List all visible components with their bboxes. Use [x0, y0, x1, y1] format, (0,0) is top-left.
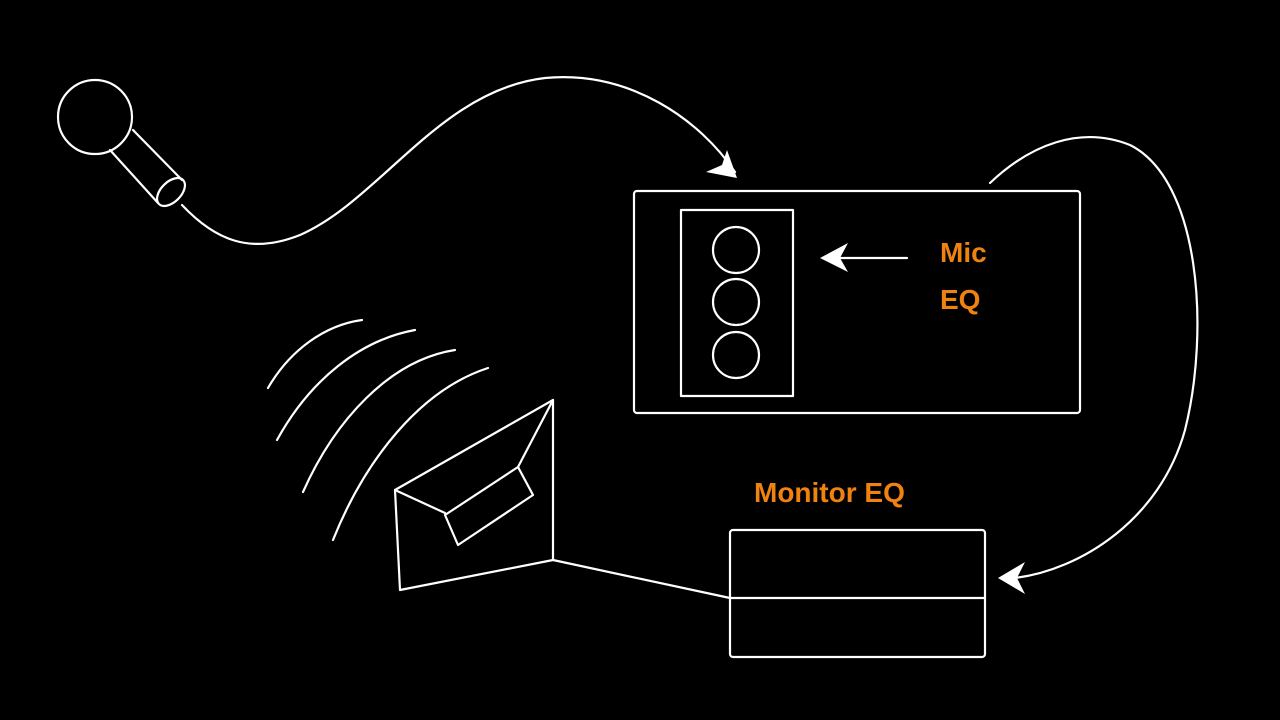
eq-knob	[711, 330, 761, 380]
monitor-eq-unit	[728, 528, 987, 659]
mic-eq-label-line1: Mic	[940, 237, 987, 268]
monitor-speaker-icon	[393, 398, 555, 592]
mic-cable	[180, 76, 737, 245]
arrow-head-mixer	[706, 150, 737, 178]
microphone-icon	[56, 78, 187, 208]
mic-eq-pointer-arrow	[820, 243, 909, 272]
speaker-cable	[551, 558, 732, 600]
mixer-console	[632, 189, 1082, 415]
sound-waves-icon	[266, 318, 490, 542]
mic-eq-section	[679, 208, 795, 398]
arrow-head-monitor	[998, 562, 1025, 594]
eq-knob	[711, 225, 761, 275]
eq-knob	[711, 277, 761, 327]
monitor-send-cable	[988, 136, 1199, 580]
monitor-eq-label: Monitor EQ	[754, 477, 905, 508]
mic-eq-label-line2: EQ	[940, 284, 981, 315]
